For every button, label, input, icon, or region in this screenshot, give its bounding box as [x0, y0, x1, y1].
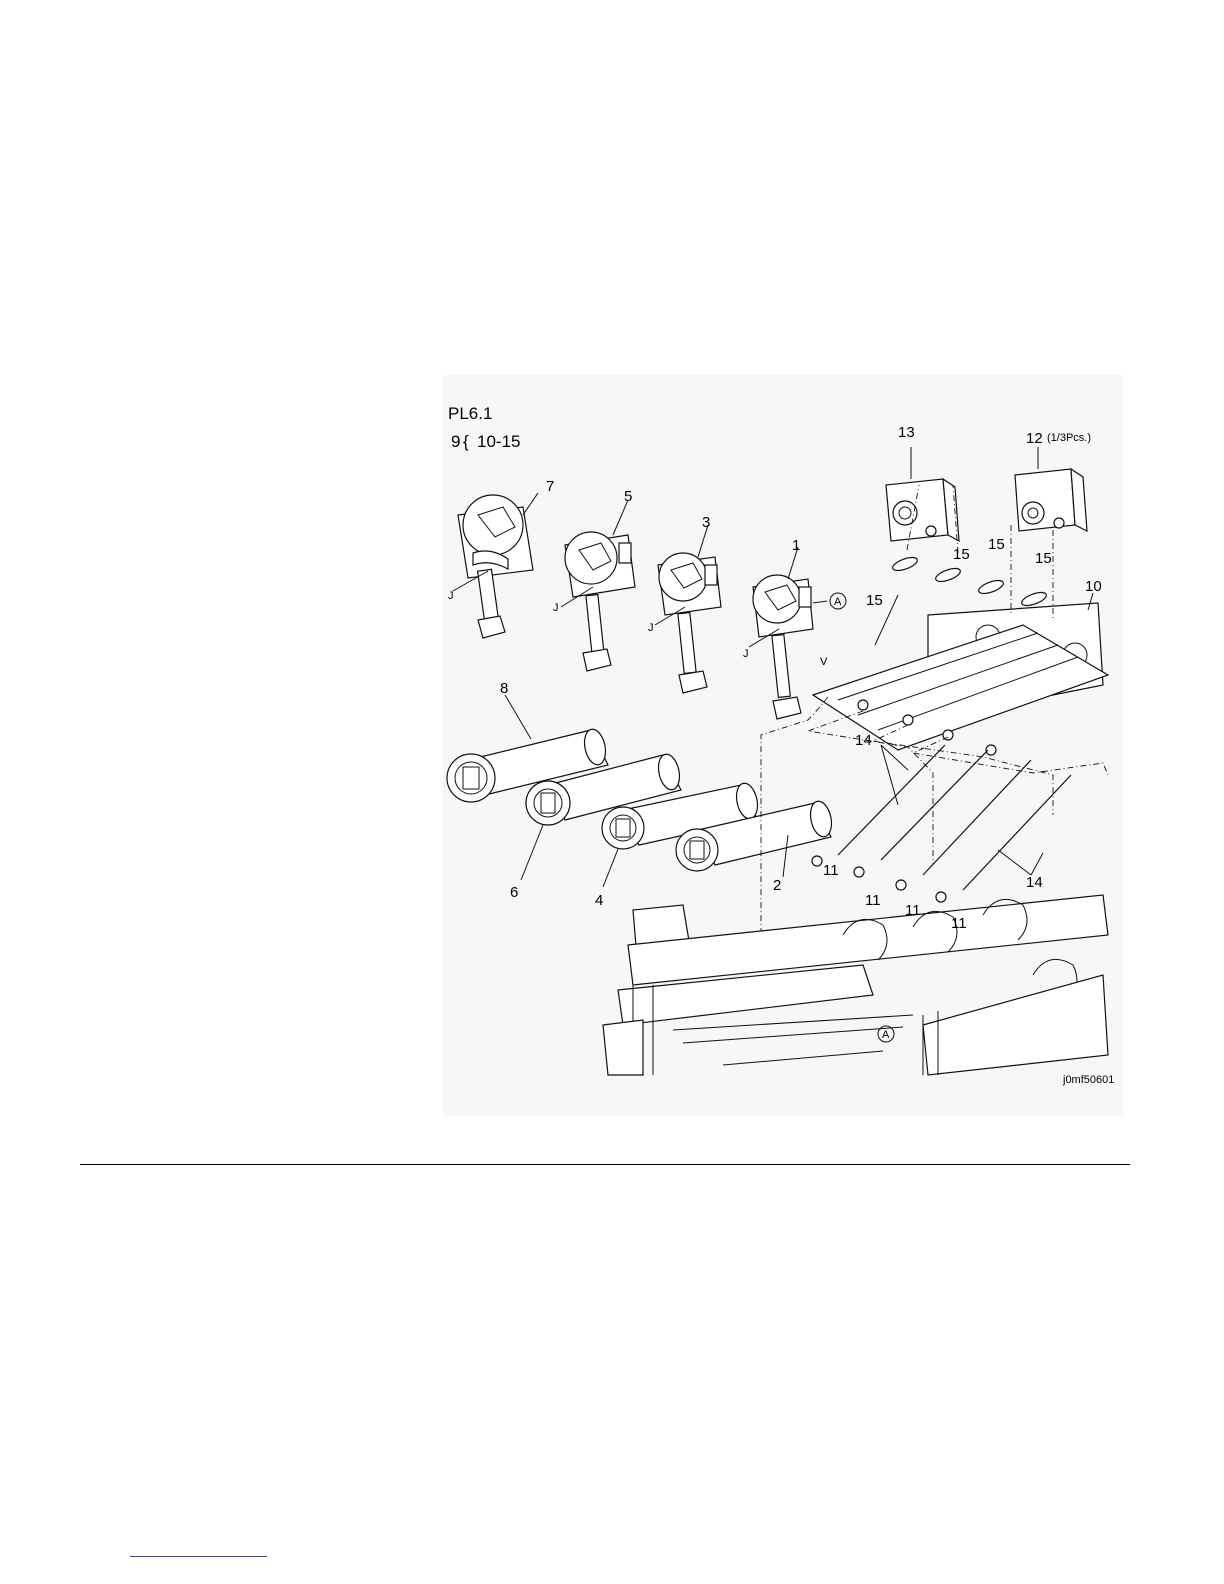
ref-letter-v: V — [820, 656, 828, 668]
parts-diagram-figure: PL6.1 9 { 10-15 — [443, 375, 1123, 1116]
auger-shafts-14 — [838, 745, 1071, 890]
image-code-label: j0mf50601 — [1062, 1074, 1114, 1086]
motor-assembly-12 — [1015, 469, 1087, 531]
ref-letter-j4: J — [743, 648, 749, 660]
callout-1: 1 — [792, 537, 800, 554]
machine-base-frame — [603, 895, 1108, 1075]
quantity-note: (1/3Pcs.) — [1047, 432, 1091, 444]
svg-text:A: A — [834, 596, 842, 608]
ref-letter-j2: J — [553, 602, 559, 614]
assembly-brace: { — [463, 432, 469, 451]
alignment-line-4 — [913, 737, 1108, 775]
motor-assembly-13 — [886, 479, 959, 541]
dispenser-assembly-5 — [561, 532, 635, 671]
dispenser-assembly-7 — [453, 495, 533, 638]
callout-7: 7 — [546, 478, 554, 495]
callout-13: 13 — [898, 424, 915, 441]
ref-marker-a-bottom: A — [878, 1026, 894, 1042]
callout-8: 8 — [500, 680, 508, 697]
callout-5: 5 — [624, 488, 632, 505]
plate-id-label: PL6.1 — [448, 404, 492, 423]
callout-15b: 15 — [953, 546, 970, 563]
ref-marker-a-top: A — [830, 593, 846, 609]
ref-letter-j3: J — [648, 622, 654, 634]
callout-3: 3 — [702, 514, 710, 531]
callout-11a: 11 — [823, 862, 839, 879]
callout-10: 10 — [1085, 578, 1102, 595]
callout-6: 6 — [510, 884, 518, 901]
callout-2: 2 — [773, 877, 781, 894]
callout-14b: 14 — [1026, 874, 1043, 891]
assembly-number-label: 9 — [451, 432, 460, 451]
ref-letter-j1: J — [448, 590, 454, 602]
dispenser-assembly-1 — [749, 575, 827, 719]
assembly-range-label: 10-15 — [477, 432, 520, 451]
callout-15a: 15 — [866, 592, 883, 609]
dispenser-assembly-3 — [655, 553, 721, 693]
callout-11c: 11 — [905, 902, 921, 919]
callout-11b: 11 — [865, 892, 881, 909]
callout-14a: 14 — [855, 732, 872, 749]
callout-4: 4 — [595, 892, 603, 909]
footer-link-underline[interactable] — [130, 1556, 267, 1557]
exploded-view-drawing: PL6.1 9 { 10-15 — [443, 375, 1123, 1116]
callout-12: 12 — [1026, 430, 1043, 447]
callout-11d: 11 — [951, 915, 967, 932]
horizontal-divider — [80, 1164, 1130, 1165]
svg-text:A: A — [882, 1029, 890, 1041]
callout-15c: 15 — [988, 536, 1005, 553]
callout-15d: 15 — [1035, 550, 1052, 567]
